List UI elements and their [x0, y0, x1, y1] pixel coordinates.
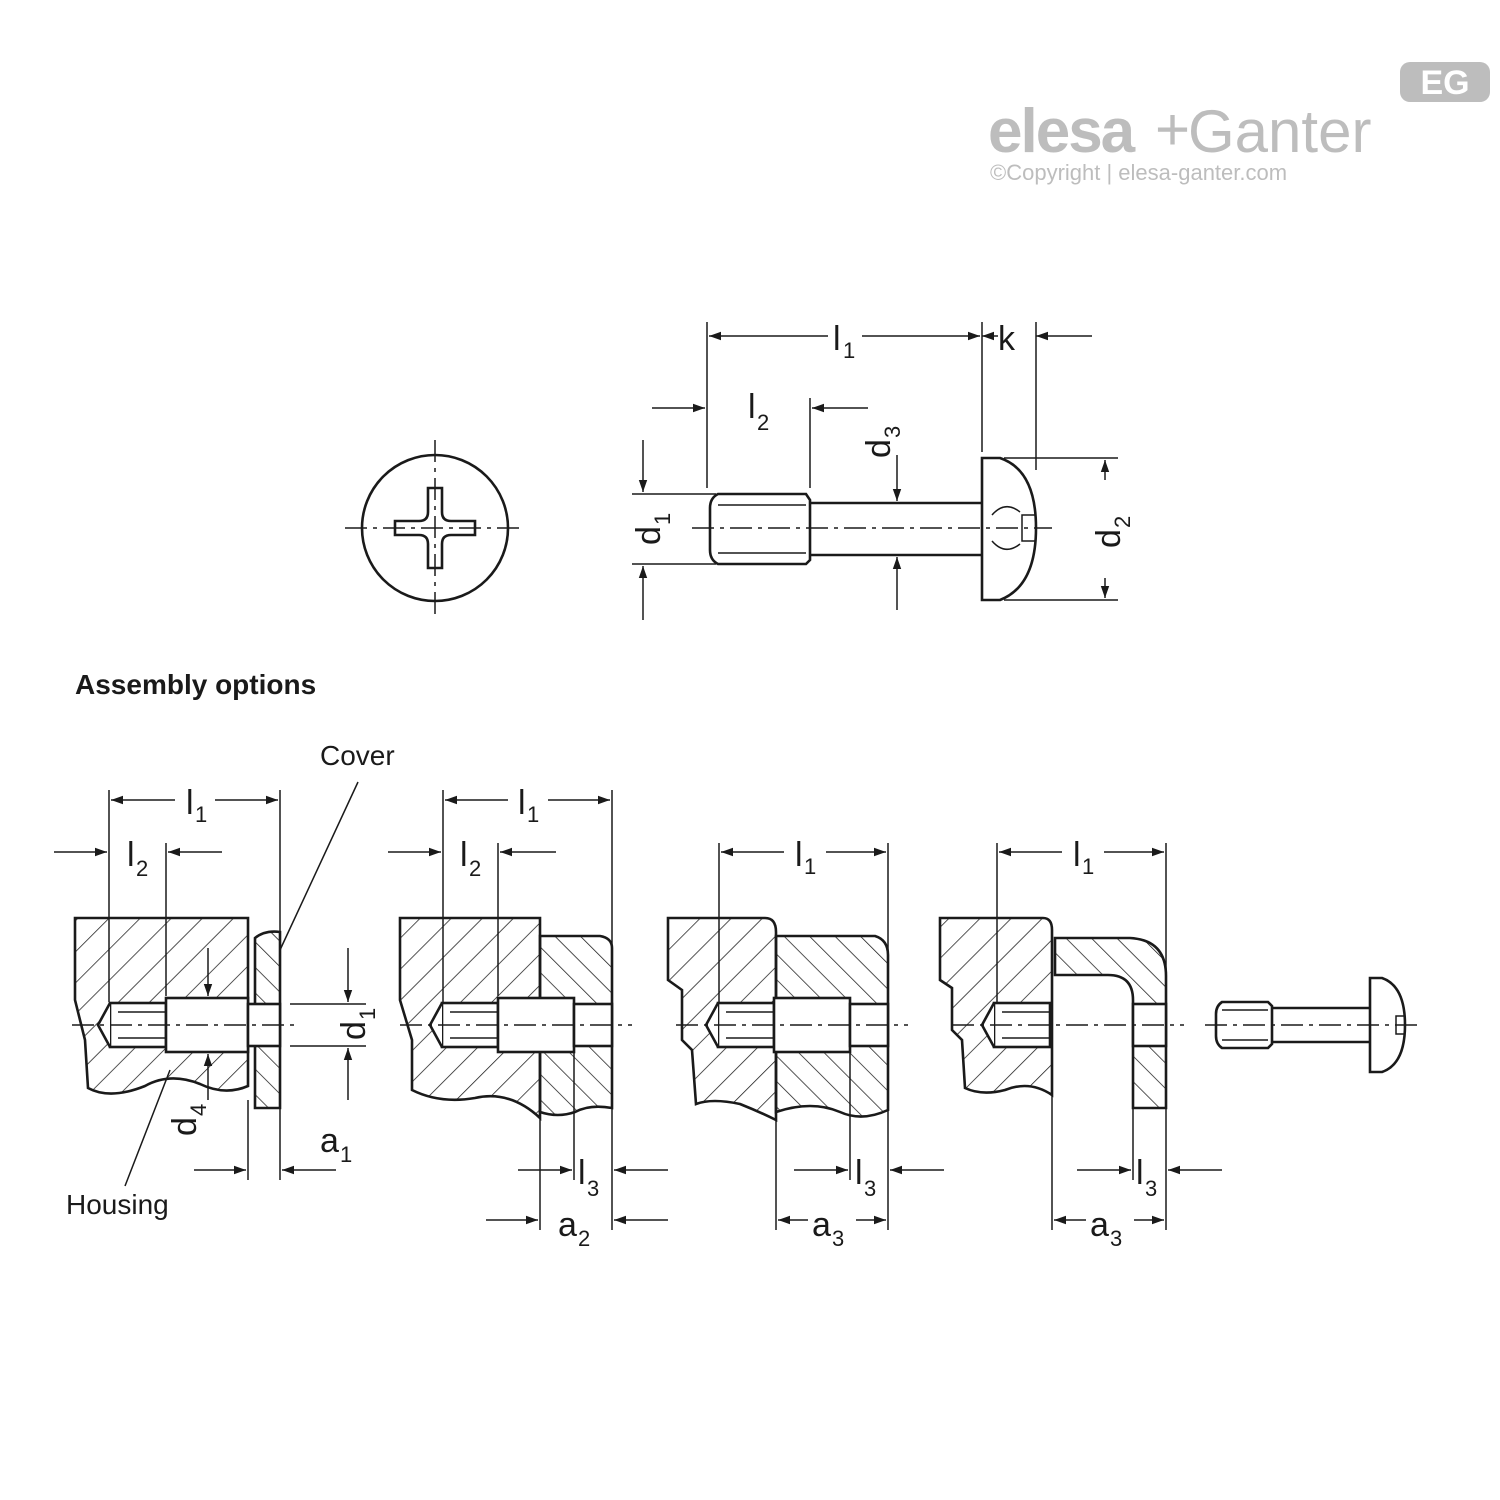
a3-dim-l1-label: l — [795, 836, 803, 874]
a1-dim-d4-subscript: 4 — [186, 1104, 211, 1116]
a1-dim-l1-label: l — [186, 784, 194, 822]
a1-dim-a1-subscript: 1 — [340, 1142, 352, 1167]
section-heading: Assembly options — [75, 669, 316, 700]
assembly-option-3: l 1 l 3 a 3 — [666, 836, 944, 1251]
a2-dim-l3-label: l — [578, 1154, 586, 1192]
a3-dim-a3-subscript: 3 — [832, 1226, 844, 1251]
copyright-text: ©Copyright | elesa-ganter.com — [990, 160, 1287, 185]
dim-l2-label: l — [748, 388, 756, 426]
dim-d2-subscript: 2 — [1110, 516, 1135, 528]
dim-l2-subscript: 2 — [757, 410, 769, 435]
a2-dim-l3-subscript: 3 — [587, 1176, 599, 1201]
dim-d3-subscript: 3 — [880, 426, 905, 438]
a4-dim-a3-label: a — [1090, 1206, 1109, 1244]
a2-dim-l1-subscript: 1 — [527, 802, 539, 827]
screw-head-end-view — [345, 440, 525, 618]
a1-dim-d1-label: d — [335, 1021, 373, 1040]
bracket-cover-4 — [1053, 936, 1168, 1110]
elesa-ganter-logo: EG elesa + Ganter ©Copyright | elesa-gan… — [988, 62, 1490, 185]
a4-dim-l3-label: l — [1136, 1154, 1144, 1192]
a1-dim-l2-subscript: 2 — [136, 856, 148, 881]
thread-section — [708, 492, 812, 566]
cover-label: Cover — [320, 740, 395, 771]
a1-dim-d4-label: d — [166, 1117, 204, 1136]
a3-dim-l1-subscript: 1 — [804, 854, 816, 879]
dim-d1-subscript: 1 — [650, 513, 675, 525]
dim-k-label: k — [998, 320, 1016, 358]
a3-dim-a3-label: a — [812, 1206, 831, 1244]
dim-l1-subscript: 1 — [843, 338, 855, 363]
a4-dim-l1-label: l — [1073, 836, 1081, 874]
brand-ganter: Ganter — [1188, 98, 1371, 165]
dim-d3-label: d — [860, 439, 898, 458]
eg-badge-text: EG — [1420, 64, 1469, 102]
a4-dim-l1-subscript: 1 — [1082, 854, 1094, 879]
eg-badge — [1400, 62, 1490, 102]
pan-head — [980, 456, 1038, 602]
a1-dim-a1-label: a — [320, 1122, 339, 1160]
dim-d1-label: d — [630, 526, 668, 545]
small-screw — [1205, 976, 1420, 1074]
housing-label: Housing — [66, 1189, 169, 1220]
a4-dim-l3-subscript: 3 — [1145, 1176, 1157, 1201]
assembly-option-4: l 1 l 3 a 3 — [938, 836, 1222, 1251]
a2-dim-l2-label: l — [460, 836, 468, 874]
dim-l1-label: l — [833, 320, 841, 358]
brand-plus: + — [1155, 96, 1190, 163]
a2-dim-a2-subscript: 2 — [578, 1226, 590, 1251]
a2-dim-l2-subscript: 2 — [469, 856, 481, 881]
a3-dim-l3-subscript: 3 — [864, 1176, 876, 1201]
brand-elesa: elesa — [988, 97, 1136, 166]
dim-d2-label: d — [1090, 529, 1128, 548]
assembly-option-2: l 1 l 2 l 3 a 2 — [388, 784, 668, 1251]
a1-dim-d1-subscript: 1 — [355, 1008, 380, 1020]
a2-dim-a2-label: a — [558, 1206, 577, 1244]
a4-dim-a3-subscript: 3 — [1110, 1226, 1122, 1251]
screw-side-view: l 1 k l 2 d 3 d 1 d 2 — [630, 320, 1135, 620]
assembly-option-1: l 1 l 2 d 4 d 1 a 1 Cover Housing — [54, 740, 395, 1220]
phillips-cross-icon — [393, 486, 477, 570]
a1-dim-l2-label: l — [127, 836, 135, 874]
a1-dim-l1-subscript: 1 — [195, 802, 207, 827]
a2-dim-l1-label: l — [518, 784, 526, 822]
a3-dim-l3-label: l — [855, 1154, 863, 1192]
